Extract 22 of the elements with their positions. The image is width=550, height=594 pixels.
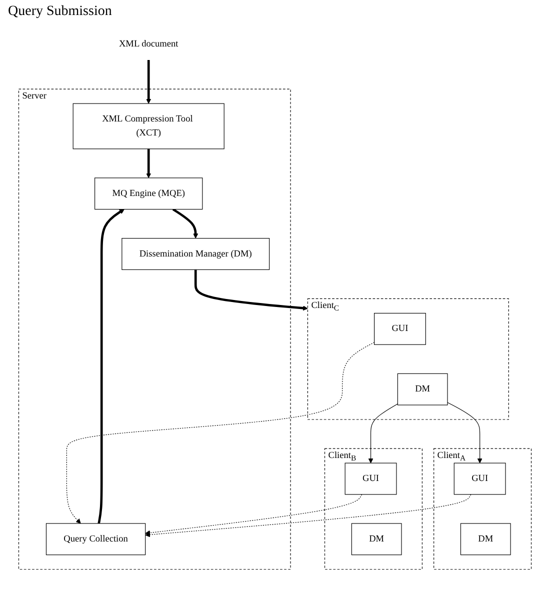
arrow: [145, 494, 362, 536]
arrow: [172, 208, 198, 239]
node-box: MQ Engine (MQE): [94, 178, 203, 210]
node-box: Query Collection: [46, 523, 146, 556]
arrow: [66, 342, 375, 524]
node-box: XML Compression Tool (XCT): [72, 103, 224, 150]
arrow: [194, 270, 308, 311]
node-box: DM: [351, 523, 402, 556]
node-box: GUI: [374, 312, 426, 345]
node-text: XML document: [118, 39, 178, 49]
arrow: [447, 402, 482, 464]
node-box: GUI: [344, 462, 397, 495]
arrow: [98, 209, 124, 524]
node-box: DM: [460, 523, 511, 556]
node-box: Dissemination Manager (DM): [122, 238, 270, 270]
arrow: [146, 60, 152, 104]
arrow: [146, 148, 152, 178]
annotation-text: Query Submission: [8, 4, 113, 20]
arrow: [145, 494, 472, 538]
node-box: DM: [397, 373, 448, 406]
arrow: [368, 404, 398, 464]
node-box: GUI: [454, 462, 506, 495]
